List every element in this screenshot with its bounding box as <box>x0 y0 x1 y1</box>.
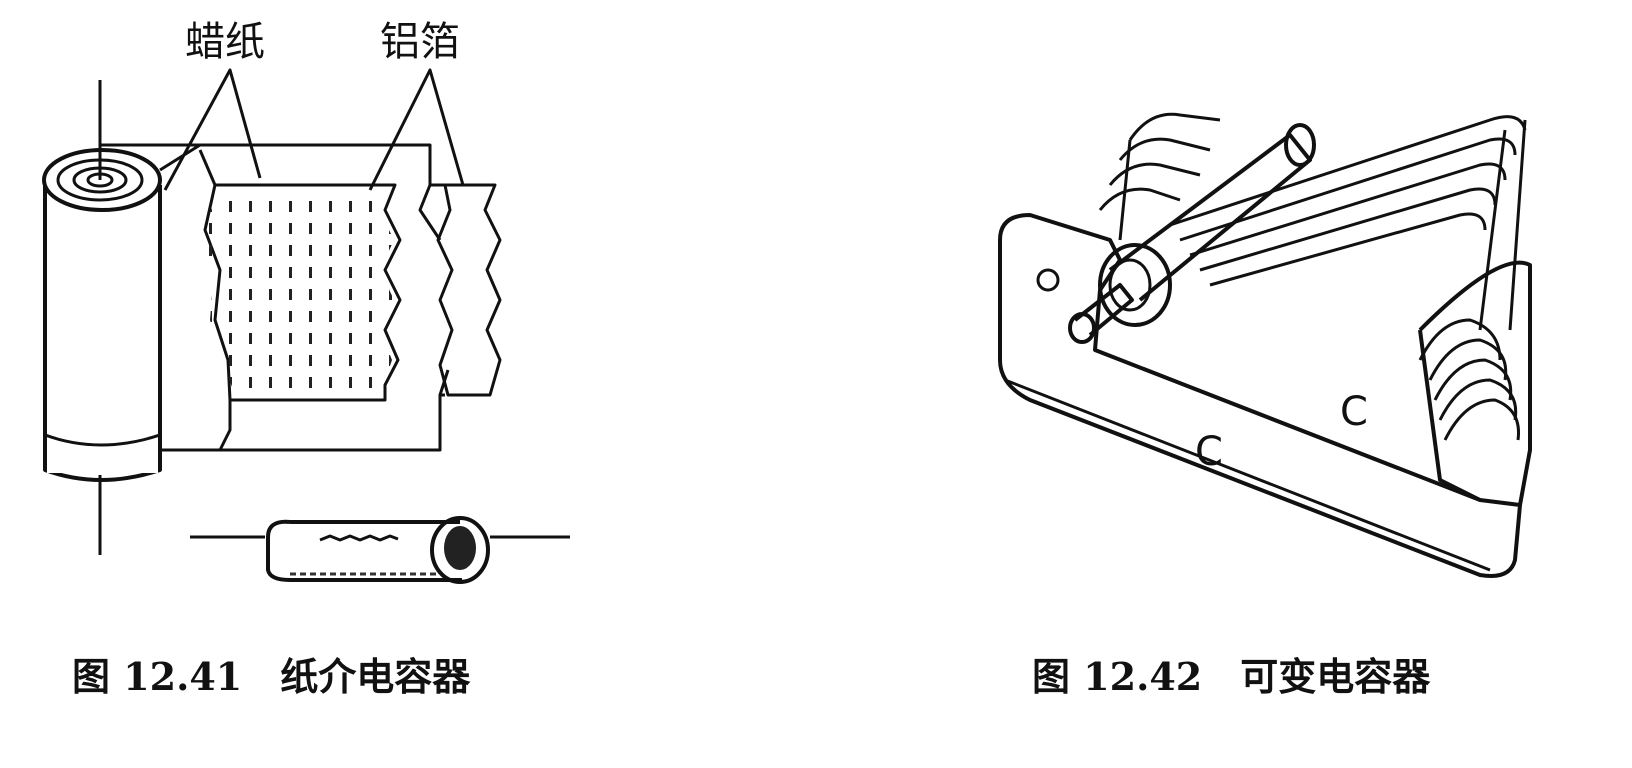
wax-paper-pointer <box>163 68 262 191</box>
paper-capacitor-component <box>190 516 570 584</box>
rotor-plates <box>1169 115 1527 331</box>
variable-capacitor-drawing: C C 图 12.42 可变电容器 <box>998 112 1532 699</box>
aluminum-foil-label: 铝箔 <box>380 19 460 65</box>
stator-plates <box>1418 318 1521 441</box>
mark-c-left: C <box>1195 429 1223 475</box>
rotor-shaft <box>1068 123 1316 344</box>
figure-12-42-caption: 图 12.42 可变电容器 <box>1032 654 1431 699</box>
capacitor-marking <box>319 534 399 542</box>
mounting-hole <box>1036 268 1060 292</box>
aluminum-foil-strip <box>436 183 502 397</box>
rear-stator-plates <box>1098 112 1221 241</box>
mark-c-right: C <box>1340 389 1368 435</box>
wax-paper-label: 蜡纸 <box>185 19 265 65</box>
frame-front-plate <box>998 213 1522 578</box>
rolled-capacitor <box>42 148 162 482</box>
figure-12-41-caption: 图 12.41 纸介电容器 <box>72 654 471 699</box>
paper-capacitor-diagram: 蜡纸 铝箔 <box>42 19 570 699</box>
foil-pointer <box>368 68 465 191</box>
